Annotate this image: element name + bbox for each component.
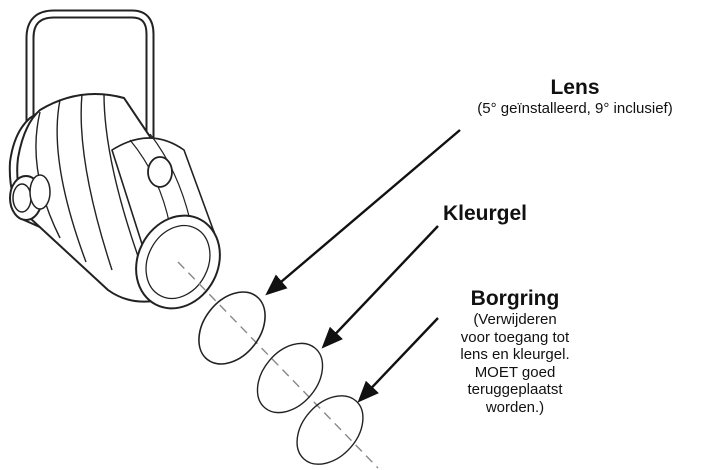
spotlight-fixture-icon: [8, 9, 221, 310]
borgring-note-line: (Verwijderen: [473, 311, 557, 328]
borgring-note-line: voor toegang tot: [460, 328, 570, 346]
lens-label: Lens (5° geïnstalleerd, 9° inclusief): [440, 76, 710, 118]
borgring-title: Borgring: [470, 287, 560, 310]
retaining-ring-part: [296, 395, 364, 465]
kleurgel-label: Kleurgel: [410, 202, 560, 226]
borgring-note-line: worden.): [485, 398, 545, 416]
lens-subtitle: (5° geïnstalleerd, 9° inclusief): [477, 100, 673, 117]
borgring-arrow-icon: [357, 317, 439, 403]
optical-axis: [177, 261, 379, 469]
borgring-note-line: MOET goed: [474, 363, 556, 381]
lens-part: [198, 291, 266, 365]
lens-arrow-icon: [265, 129, 461, 296]
tilt-knob: [9, 174, 51, 221]
borgring-note-line: lens en kleurgel.: [460, 346, 570, 363]
kleurgel-arrow-icon: [321, 225, 439, 349]
kleurgel-title: Kleurgel: [442, 202, 528, 225]
lens-title: Lens: [550, 76, 600, 99]
borgring-label: Borgring (Verwijderen voor toegang tot l…: [430, 287, 600, 416]
yoke-knob: [147, 156, 173, 188]
color-gel-part: [256, 342, 324, 414]
borgring-note-line: teruggeplaatst: [467, 381, 563, 398]
